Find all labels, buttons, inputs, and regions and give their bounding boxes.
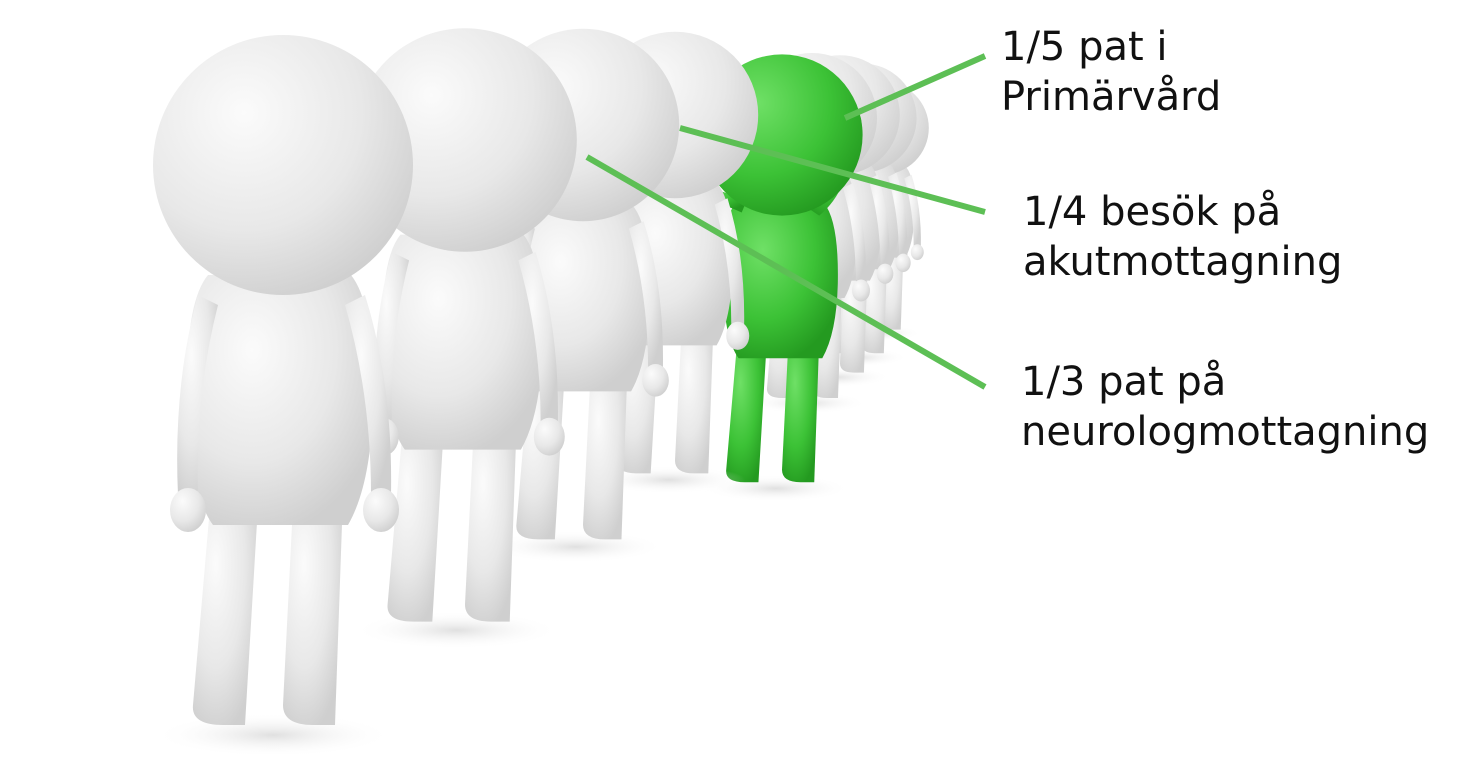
figure bbox=[353, 28, 577, 650]
annotation-neurology-line1: 1/3 pat på bbox=[1021, 359, 1227, 405]
callout-line-acute bbox=[679, 125, 986, 215]
annotation-primary-care: 1/5 pat i Primärvård bbox=[1001, 22, 1221, 122]
figure bbox=[153, 35, 413, 757]
annotation-primary-care-line2: Primärvård bbox=[1001, 74, 1222, 120]
callout-line-neuro bbox=[585, 154, 987, 390]
callout-line-primary bbox=[843, 53, 987, 121]
annotation-emergency-line1: 1/4 besök på bbox=[1023, 189, 1282, 235]
annotation-emergency: 1/4 besök på akutmottagning bbox=[1023, 187, 1342, 287]
annotation-primary-care-line1: 1/5 pat i bbox=[1001, 24, 1168, 70]
annotation-emergency-line2: akutmottagning bbox=[1023, 239, 1343, 285]
annotation-neurology-line2: neurologmottagning bbox=[1021, 409, 1430, 455]
annotation-neurology: 1/3 pat på neurologmottagning bbox=[1021, 357, 1429, 457]
